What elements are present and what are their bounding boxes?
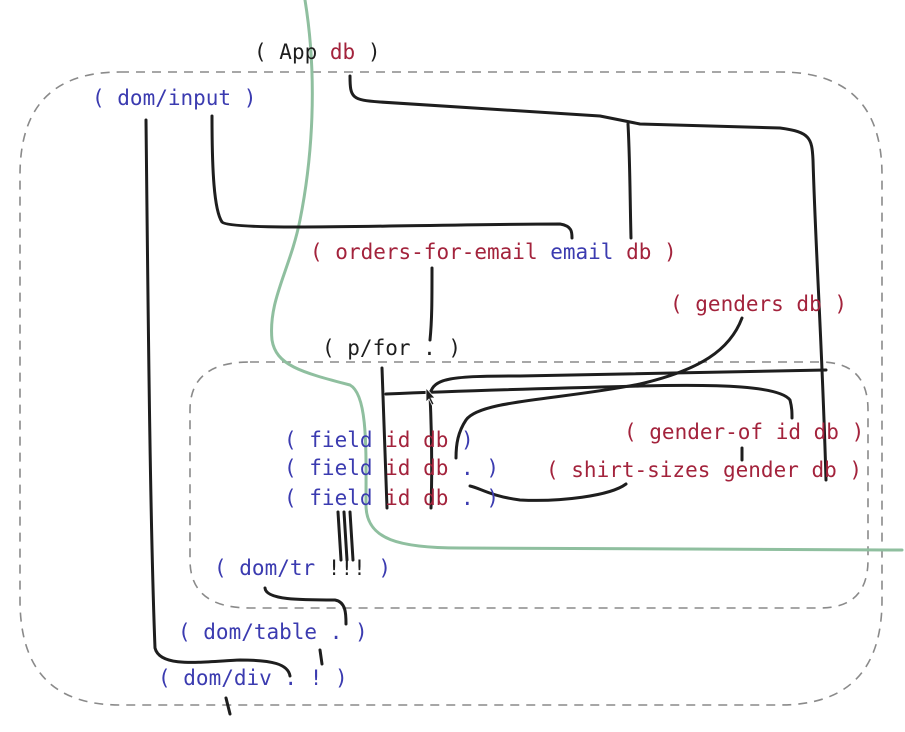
- orders-close: ): [651, 240, 677, 264]
- field-1-close: ): [448, 428, 474, 452]
- dom-input-label: ( dom/input ): [92, 86, 257, 110]
- app-close: ): [355, 40, 381, 64]
- app-call-label: ( App db ): [254, 40, 380, 64]
- app-fn: App: [279, 40, 318, 64]
- orders-for-email-label: ( orders-for-email email db ): [310, 240, 677, 264]
- wire-tr-to-table: [263, 586, 348, 626]
- field-2-head: ( field: [284, 456, 386, 480]
- orders-fn: orders-for-email: [335, 240, 538, 264]
- inner-dashed-boundary: [189, 361, 869, 609]
- wire-id-to-field3: [428, 392, 434, 510]
- shirt-sizes-label: ( shirt-sizes gender db ): [546, 458, 863, 482]
- field-1-db: db: [410, 428, 449, 452]
- dom-div-label: ( dom/div . ! ): [158, 666, 348, 690]
- genders-label: ( genders db ): [670, 292, 848, 316]
- wire-table-to-div: [318, 648, 324, 666]
- field-call-3: ( field id db . ): [284, 486, 499, 510]
- wire-db-to-orders: [626, 122, 633, 240]
- field-2-id: id: [385, 456, 411, 480]
- wire-input-to-email: [210, 114, 574, 240]
- field-2-close: . ): [448, 456, 499, 480]
- wire-pfor-upper: [428, 368, 828, 396]
- wire-pfor-horizontal: [384, 383, 794, 420]
- wire-orders-to-pfor: [428, 266, 434, 342]
- dom-tr-children: !!!: [327, 556, 366, 580]
- wire-div-output: [224, 696, 232, 716]
- wire-genders-to-field: [454, 316, 744, 460]
- dom-table-label: ( dom/table . ): [178, 620, 368, 644]
- dom-tr-label: ( dom/tr !!! ): [214, 556, 391, 580]
- orders-email-arg: email: [537, 240, 614, 264]
- field-3-head: ( field: [284, 486, 386, 510]
- app-open: (: [254, 40, 280, 64]
- mouse-cursor-icon: [425, 386, 436, 406]
- orders-open: (: [310, 240, 336, 264]
- app-db-arg: db: [317, 40, 356, 64]
- gender-of-label: ( gender-of id db ): [624, 420, 865, 444]
- field-call-1: ( field id db ): [284, 428, 474, 452]
- field-1-id: id: [385, 428, 411, 452]
- dom-tr-close: ): [365, 556, 392, 580]
- field-3-id: id: [385, 486, 411, 510]
- dom-tr-open: ( dom/tr: [214, 556, 328, 580]
- wire-shirtsizes-to-field: [468, 482, 628, 502]
- field-call-2: ( field id db . ): [284, 456, 499, 480]
- wire-fields-to-tr-3: [348, 510, 355, 562]
- wire-input-to-div: [144, 118, 292, 678]
- orders-db-arg: db: [613, 240, 652, 264]
- wire-pfor-bus: [380, 366, 389, 510]
- green-boundary-line: [270, 0, 904, 552]
- field-1-head: ( field: [284, 428, 386, 452]
- field-3-db: db: [410, 486, 449, 510]
- wire-app-db-bus: [348, 74, 828, 482]
- wire-fields-to-tr-1: [336, 510, 343, 562]
- field-3-close: . ): [448, 486, 499, 510]
- field-2-db: db: [410, 456, 449, 480]
- p-for-label: ( p/for . ): [322, 336, 462, 360]
- wire-fields-to-tr-2: [342, 510, 349, 562]
